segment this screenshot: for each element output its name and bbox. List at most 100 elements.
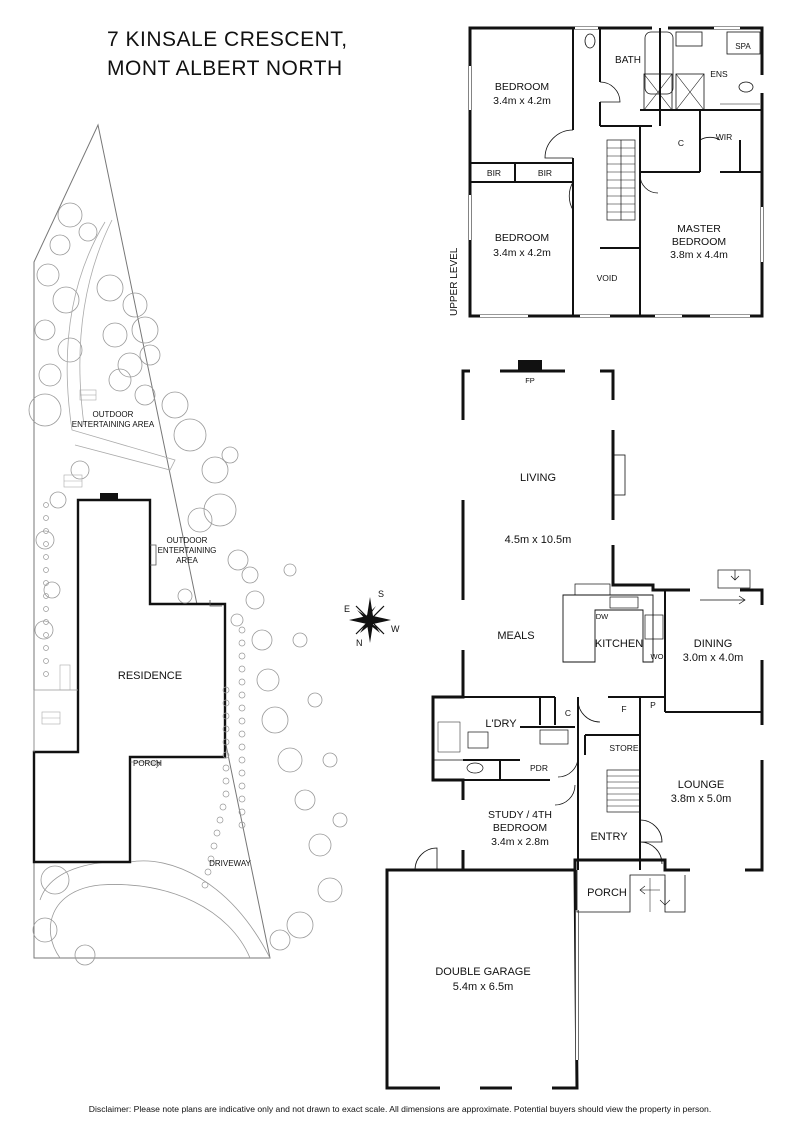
ground-doors: [414, 699, 663, 871]
pavers: [41, 389, 97, 725]
tree-28: [294, 789, 316, 811]
tree-20: [203, 493, 237, 527]
site-trees: [28, 202, 348, 966]
compass-star: [357, 606, 380, 633]
upper-bedroom-1-name: BEDROOM: [495, 81, 549, 93]
tree-19: [201, 456, 229, 484]
garage-size: 5.4m x 6.5m: [453, 981, 514, 993]
pillar-b-4: [222, 738, 230, 746]
pillar-c-12: [43, 658, 49, 664]
tree-15: [134, 384, 156, 406]
tree-31: [286, 911, 314, 939]
tree-45: [292, 632, 308, 648]
tree-9: [122, 292, 148, 318]
ground-c-label: C: [565, 708, 571, 718]
upper-level-label: UPPER LEVEL: [449, 247, 460, 316]
pillar-a-11: [238, 769, 246, 777]
tree-5: [34, 319, 56, 341]
pillar-a-15: [238, 821, 246, 829]
spa-label: SPA: [735, 42, 751, 51]
kitchen-bench: [562, 594, 654, 663]
fence-pillars: [43, 502, 246, 889]
site-outdoor-area-1-line-1: OUTDOOR: [93, 410, 134, 419]
tree-41: [221, 446, 239, 464]
pillar-b-5: [222, 751, 230, 759]
tree-29: [308, 833, 332, 857]
tree-35: [74, 944, 96, 966]
tree-18: [173, 418, 207, 452]
site-outdoor-area-2-line-3: AREA: [176, 556, 198, 565]
compass-w: W: [391, 624, 400, 634]
tree-30: [317, 877, 343, 903]
spa: [726, 31, 761, 55]
garden-path: [66, 221, 176, 471]
living-size: 4.5m x 10.5m: [505, 534, 572, 546]
bath-label: BATH: [615, 55, 641, 66]
pillar-c-8: [43, 606, 49, 612]
void-label: VOID: [597, 273, 618, 283]
tree-48: [332, 812, 348, 828]
laundry-label: L'DRY: [485, 718, 517, 730]
shower-1: [643, 73, 673, 111]
study-name-1: STUDY / 4TH: [488, 809, 552, 821]
pillar-c-2: [43, 528, 49, 534]
toilet-ground: [466, 762, 484, 774]
pillar-a-7: [238, 717, 246, 725]
pillar-b-15: [201, 881, 209, 889]
tree-0: [57, 202, 83, 228]
tree-1: [78, 222, 98, 242]
pdr-label: PDR: [530, 763, 548, 773]
p-label: P: [650, 700, 656, 710]
sink: [609, 596, 639, 609]
fp-label: FP: [525, 376, 535, 385]
residence-footprint: [32, 498, 227, 864]
tree-37: [49, 491, 67, 509]
tree-27: [277, 747, 303, 773]
lounge-name: LOUNGE: [678, 779, 724, 791]
tree-36: [70, 460, 90, 480]
pillar-a-4: [238, 678, 246, 686]
pillar-c-13: [43, 671, 49, 677]
tree-39: [43, 581, 61, 599]
title-line-2: MONT ALBERT NORTH: [107, 57, 343, 80]
dining-name: DINING: [694, 638, 733, 650]
tree-22: [227, 549, 249, 571]
pillar-b-0: [222, 686, 230, 694]
upper-bedroom-2-name: BEDROOM: [495, 232, 549, 244]
site-residence-label: RESIDENCE: [118, 670, 182, 682]
tree-3: [36, 263, 60, 287]
pillar-b-3: [222, 725, 230, 733]
bir-label-1: BIR: [487, 168, 501, 178]
pillar-b-11: [213, 829, 221, 837]
store-label: STORE: [609, 743, 638, 753]
site-outdoor-area-2-line-2: ENTERTAINING: [158, 546, 217, 555]
tree-6: [57, 337, 83, 363]
pillar-b-12: [210, 842, 218, 850]
tree-11: [131, 316, 159, 344]
pillar-c-3: [43, 541, 49, 547]
garage-wall: [385, 868, 579, 1090]
upper-bedroom-2-size: 3.4m x 4.2m: [493, 247, 551, 259]
pillar-c-4: [43, 554, 49, 560]
tree-34: [32, 917, 58, 943]
pillar-a-13: [238, 795, 246, 803]
pillar-b-9: [219, 803, 227, 811]
vanity: [675, 31, 703, 47]
cooktop: [644, 614, 664, 640]
pillar-a-14: [238, 808, 246, 816]
tree-10: [102, 322, 128, 348]
tree-17: [161, 391, 189, 419]
disclaimer: Disclaimer: Please note plans are indica…: [88, 1104, 712, 1114]
driveway-edge: [39, 860, 271, 959]
pillar-a-10: [238, 756, 246, 764]
pillar-a-1: [238, 639, 246, 647]
tree-12: [117, 352, 143, 378]
pillar-b-7: [222, 777, 230, 785]
living-name: LIVING: [520, 472, 556, 484]
ens-label: ENS: [710, 69, 728, 79]
compass-s: S: [378, 589, 384, 599]
pillar-a-3: [238, 665, 246, 673]
fireplace: [518, 360, 542, 372]
floor-plan: OUTDOOR ENTERTAINING AREA OUTDOOR ENTERT…: [28, 26, 764, 1090]
garage-name: DOUBLE GARAGE: [435, 966, 530, 978]
